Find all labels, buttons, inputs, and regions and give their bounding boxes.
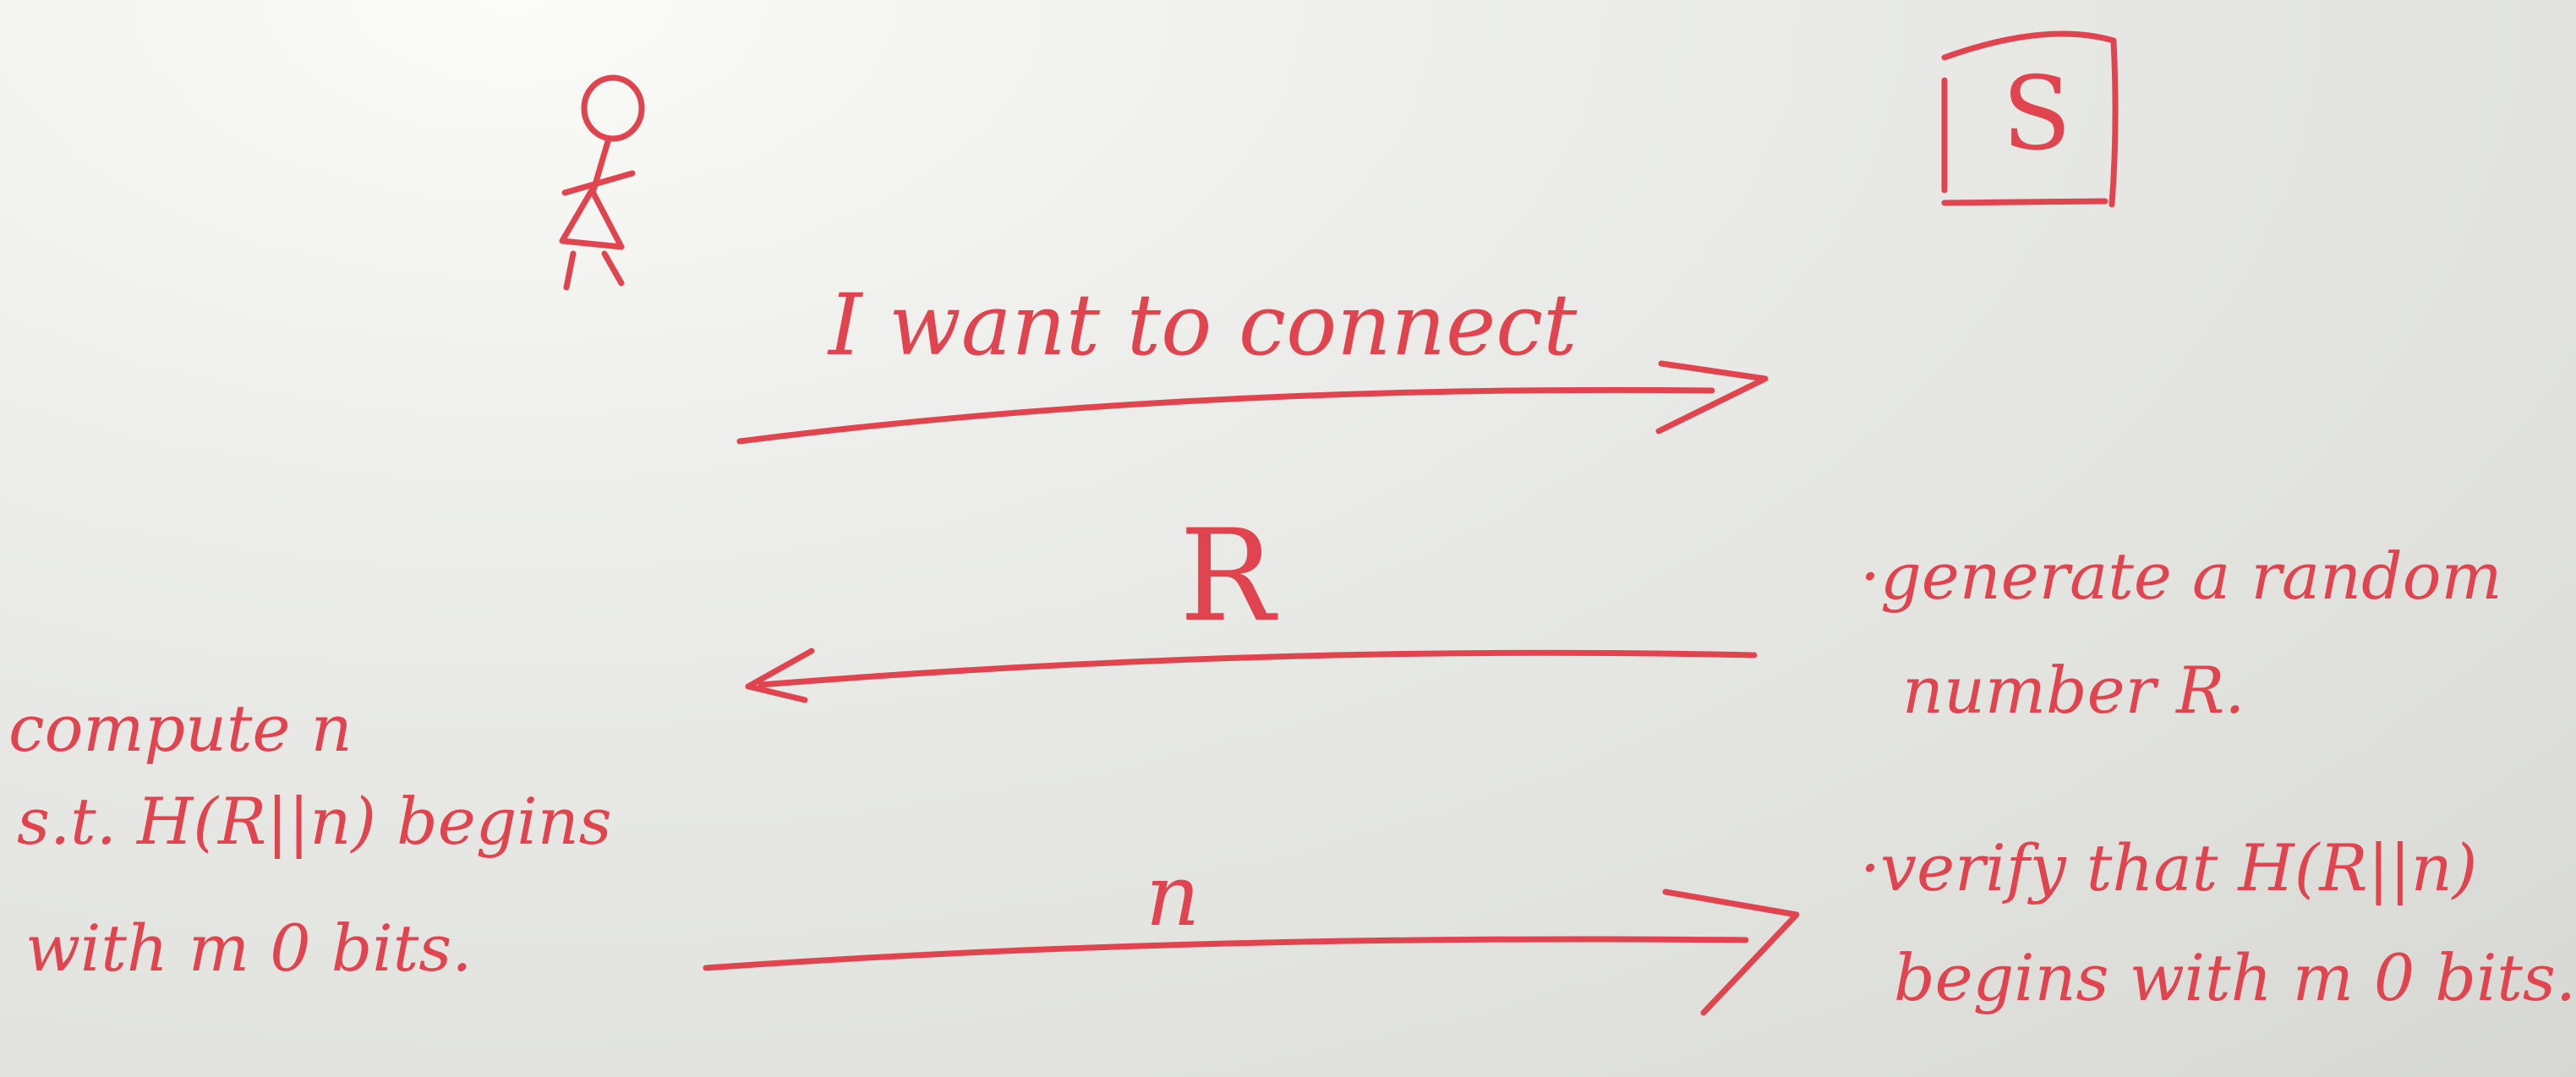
note-line: begins with m 0 bits. bbox=[1894, 940, 2576, 1015]
arrow-response bbox=[703, 888, 1800, 1016]
message-response-label: n bbox=[1146, 846, 1200, 945]
arrow-challenge bbox=[745, 648, 1758, 703]
note-line: s.t. H(R||n) begins bbox=[17, 784, 612, 859]
server-label: S bbox=[2002, 56, 2072, 173]
note-line: with m 0 bits. bbox=[25, 910, 473, 986]
note-line: compute n bbox=[8, 691, 353, 766]
note-line: number R. bbox=[1902, 653, 2245, 728]
server-box-icon bbox=[1941, 30, 2119, 208]
stick-figure-icon bbox=[559, 74, 645, 291]
message-connect-label: I want to connect bbox=[829, 276, 1578, 374]
note-line: ·generate a random bbox=[1860, 538, 2502, 614]
arrow-connect bbox=[736, 360, 1769, 445]
note-line: ·verify that H(R||n) bbox=[1860, 830, 2478, 905]
message-challenge-label: R bbox=[1179, 503, 1275, 650]
